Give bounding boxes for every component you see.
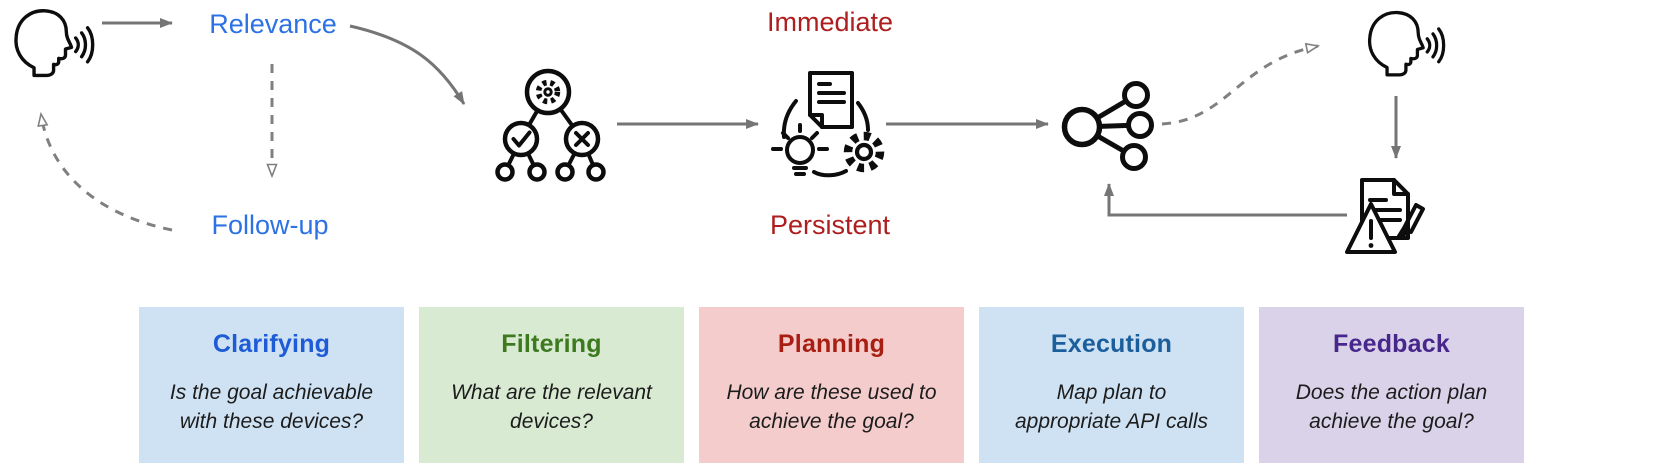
stage-title: Filtering: [501, 330, 602, 358]
dashed-arrow-followup-to-user: [37, 111, 173, 232]
arrow-relevance-to-filtering: [349, 24, 466, 105]
stage-legend: Clarifying Is the goal achievable with t…: [139, 307, 1524, 463]
decision-tree-icon: [495, 68, 606, 182]
action-report-warning-icon: [1345, 178, 1425, 254]
stage-title: Execution: [1050, 330, 1173, 358]
relevance-label: Relevance: [209, 9, 337, 39]
stage-description: Does the action plan achieve the goal?: [1295, 381, 1488, 433]
stage-feedback: Feedback Does the action plan achieve th…: [1259, 307, 1524, 463]
planning-cycle-icon: [771, 71, 885, 178]
persistent-label: Persistent: [770, 210, 891, 240]
followup-label: Follow-up: [211, 210, 328, 240]
user-speaking-icon: [14, 9, 95, 78]
user-speaking-icon: [1367, 10, 1446, 77]
stage-description: How are these used to achieve the goal?: [726, 381, 937, 433]
stage-title: Planning: [777, 330, 886, 358]
share-network-icon: [1061, 81, 1154, 171]
flow-diagram: Relevance Follow-up Immediate Persistent: [14, 7, 1446, 254]
dashed-arrow-execution-to-user: [1161, 42, 1321, 126]
stage-description: Is the goal achievable with these device…: [169, 381, 374, 433]
stage-clarifying: Clarifying Is the goal achievable with t…: [139, 307, 404, 463]
immediate-label: Immediate: [767, 7, 893, 37]
stage-title: Feedback: [1333, 330, 1450, 358]
stage-filtering: Filtering What are the relevant devices?: [419, 307, 684, 463]
arrow-report-to-execution: [1104, 183, 1347, 217]
stage-description: What are the relevant devices?: [451, 381, 652, 433]
stage-description: Map plan to appropriate API calls: [1015, 381, 1208, 433]
stage-title: Clarifying: [212, 330, 331, 358]
stage-execution: Execution Map plan to appropriate API ca…: [979, 307, 1244, 463]
stage-planning: Planning How are these used to achieve t…: [699, 307, 964, 463]
